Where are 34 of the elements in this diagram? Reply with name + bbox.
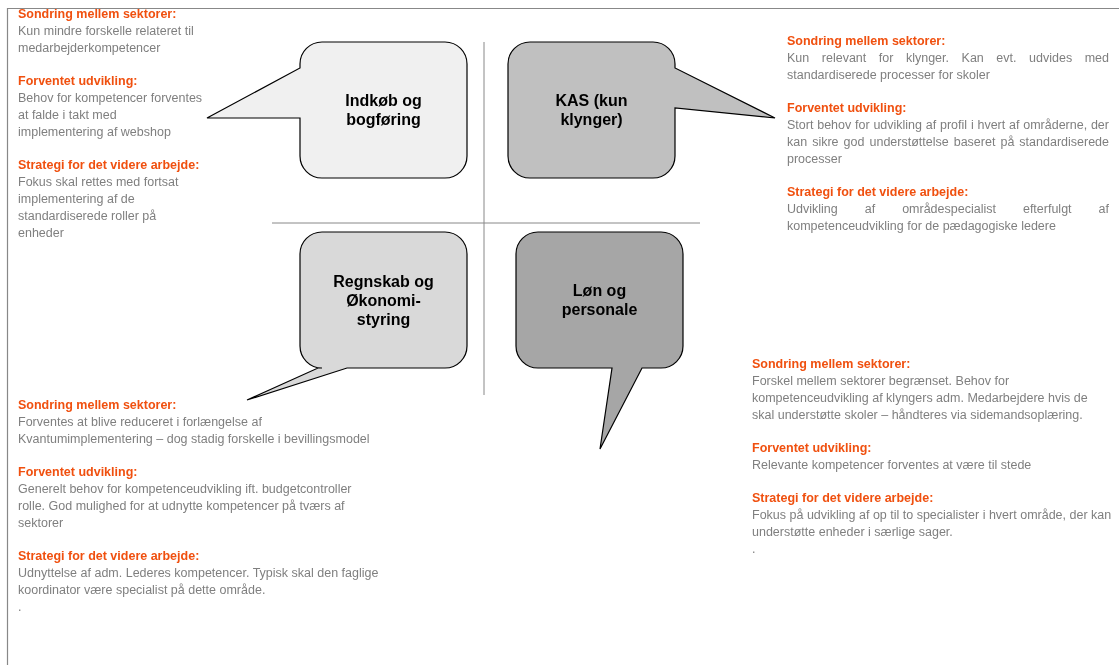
description-text: Fokus på udvikling af op til to specialister i hvert område, der kan understøtte enheder i særlige sager.: [752, 507, 1112, 541]
description-text: Stort behov for udvikling af profil i hvert af områderne, der kan sikre god understøttelse baseret på standardiserede processer: [787, 117, 1109, 168]
description-text: Kun mindre forskelle relateret til medarbejderkompetencer: [18, 23, 195, 57]
bubble-title: KAS (kun klynger): [554, 91, 629, 130]
description-text: Kun relevant for klynger. Kan evt. udvides med standardiserede processer for skoler: [787, 50, 1109, 84]
section-heading: Sondring mellem sektorer:: [787, 33, 947, 50]
speech-bubble: [206, 41, 468, 179]
section-heading: Forventet udvikling:: [787, 100, 908, 117]
section-heading: Strategi for det videre arbejde:: [18, 157, 201, 174]
description-text: Forventes at blive reduceret i forlængelse af Kvantumimplementering – dog stadig forskelle i bevillingsmodel: [18, 414, 371, 448]
section-heading: Strategi for det videre arbejde:: [18, 548, 201, 565]
section-heading: Sondring mellem sektorer:: [752, 356, 912, 373]
section-heading: Strategi for det videre arbejde:: [752, 490, 935, 507]
description-text: Fokus skal rettes med fortsat implementering af de standardiserede roller på enheder: [18, 174, 180, 242]
description-text: Forskel mellem sektorer begrænset. Behov for kompetenceudvikling af klyngers adm. Medarbejdere hvis de skal understøtte skoler – håndteres via sidemandsoplæring.: [752, 373, 1089, 424]
bubble-title: Indkøb og bogføring: [344, 91, 423, 130]
section-heading: Forventet udvikling:: [18, 464, 139, 481]
speech-bubble: [507, 41, 776, 179]
bubble-title: Løn og personale: [560, 281, 639, 320]
description-text: .: [18, 599, 23, 616]
section-heading: Forventet udvikling:: [18, 73, 139, 90]
description-text: Udvikling af områdespecialist efterfulgt af kompetenceudvikling for de pædagogiske ledere: [787, 201, 1109, 235]
description-text: Relevante kompetencer forventes at være til stede: [752, 457, 1033, 474]
bubble-title: Regnskab og Økonomi- styring: [332, 271, 435, 330]
section-heading: Sondring mellem sektorer:: [18, 6, 178, 23]
speech-bubble: [246, 231, 468, 401]
description-text: Udnyttelse af adm. Lederes kompetencer. Typisk skal den faglige koordinator være specialist på dette område.: [18, 565, 380, 599]
description-text: Behov for kompetencer forventes at falde i takt med implementering af webshop: [18, 90, 204, 141]
section-heading: Sondring mellem sektorer:: [18, 397, 178, 414]
section-heading: Forventet udvikling:: [752, 440, 873, 457]
section-heading: Strategi for det videre arbejde:: [787, 184, 970, 201]
description-text: .: [752, 541, 757, 558]
speech-bubble: [515, 231, 684, 450]
description-text: Generelt behov for kompetenceudvikling ift. budgetcontroller rolle. God mulighed for at udnytte kompetencer på tværs af sektorer: [18, 481, 353, 532]
